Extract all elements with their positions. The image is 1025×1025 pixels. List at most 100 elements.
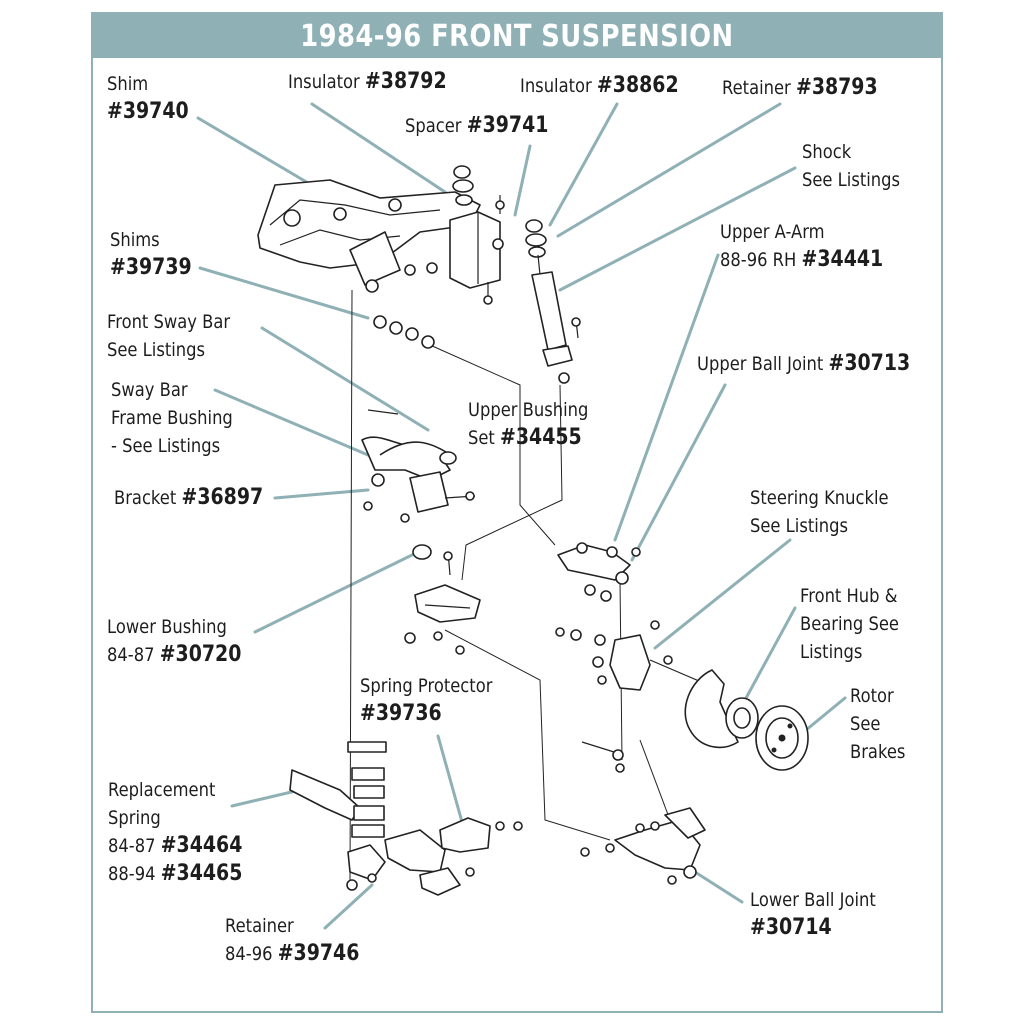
label-insulator-38792-part: #38792 <box>364 69 447 94</box>
label-rotor-line3: Brakes <box>850 741 906 763</box>
label-spring-protector-line1: Spring Protector <box>360 675 493 697</box>
label-front-hub-line3: Listings <box>800 641 863 663</box>
label-lower-bushing-part: #30720 <box>159 642 242 667</box>
label-lower-ball-joint: Lower Ball Joint #30714 <box>750 886 876 942</box>
spacer-block <box>449 211 504 305</box>
label-insulator-38862-name: Insulator <box>520 75 592 97</box>
title-bar: 1984-96 FRONT SUSPENSION <box>93 14 941 58</box>
assembly-guides <box>349 289 671 881</box>
label-replacement-spring-line1: Replacement <box>108 779 216 801</box>
label-replacement-spring-part2: #34465 <box>160 861 243 886</box>
label-rotor: Rotor See Brakes <box>850 682 905 766</box>
label-steering-knuckle-line2: See Listings <box>750 515 849 537</box>
label-retainer-39746-line1: Retainer <box>225 915 294 937</box>
diagram-frame <box>91 12 943 1013</box>
label-retainer-39746-part: #39746 <box>277 941 360 966</box>
leader-front-sway-bar <box>260 326 430 432</box>
label-shock: Shock See Listings <box>802 138 900 194</box>
label-spring-protector: Spring Protector #39736 <box>360 672 492 728</box>
leader-lower-ball-joint <box>693 870 744 904</box>
label-front-sway-bar: Front Sway Bar See Listings <box>107 308 230 364</box>
label-bracket-name: Bracket <box>114 487 177 509</box>
label-upper-a-arm-prefix: 88-96 RH <box>720 249 797 271</box>
label-retainer-38793-name: Retainer <box>722 77 791 99</box>
leader-spring-protector <box>436 734 464 824</box>
lower-bracket-plate <box>404 584 481 655</box>
leader-insulator-38862 <box>548 102 619 227</box>
leader-sway-bar-bushing <box>213 388 370 457</box>
label-insulator-38862: Insulator #38862 <box>520 72 679 100</box>
leader-upper-ball-joint <box>630 383 727 562</box>
label-upper-a-arm-part: #34441 <box>801 247 884 272</box>
leader-lower-bushing <box>253 553 414 634</box>
lower-bushing <box>412 544 453 576</box>
leader-bracket <box>273 488 370 500</box>
label-spacer-part: #39741 <box>466 113 549 138</box>
leader-insulator-38792 <box>310 102 447 194</box>
lower-a-arm <box>580 807 706 885</box>
label-upper-ball-joint: Upper Ball Joint #30713 <box>697 350 910 378</box>
spring-protector <box>384 817 523 896</box>
label-bracket: Bracket #36897 <box>114 484 263 512</box>
label-retainer-38793: Retainer #38793 <box>722 74 878 102</box>
leader-retainer-38793 <box>556 102 782 238</box>
label-sway-bar-bushing-line3: - See Listings <box>111 435 221 457</box>
label-upper-bushing: Upper Bushing Set #34455 <box>468 396 588 452</box>
label-replacement-spring-line2: Spring <box>108 807 161 829</box>
insulator-stack <box>452 165 505 214</box>
label-upper-ball-joint-name: Upper Ball Joint <box>697 353 824 375</box>
rotor-hub-assembly <box>684 669 809 771</box>
label-front-hub: Front Hub & Bearing See Listings <box>800 582 899 666</box>
label-bracket-part: #36897 <box>181 485 264 510</box>
label-retainer-38793-part: #38793 <box>795 75 878 100</box>
label-lower-bushing-prefix: 84-87 <box>107 644 155 666</box>
diagram-title: 1984-96 FRONT SUSPENSION <box>300 18 734 54</box>
label-upper-bushing-prefix: Set <box>468 427 495 449</box>
label-replacement-spring-prefix2: 88-94 <box>108 863 156 885</box>
label-front-sway-bar-line1: Front Sway Bar <box>107 311 231 333</box>
label-replacement-spring-prefix1: 84-87 <box>108 835 156 857</box>
label-replacement-spring-part1: #34464 <box>160 833 243 858</box>
label-insulator-38792: Insulator #38792 <box>288 68 447 96</box>
upper-a-arm <box>557 542 641 602</box>
leader-upper-a-arm <box>613 253 720 542</box>
leader-shim <box>196 116 322 192</box>
label-shim: Shim #39740 <box>107 70 189 126</box>
label-upper-bushing-part: #34455 <box>500 425 582 450</box>
label-lower-ball-joint-part: #30714 <box>750 915 832 940</box>
label-upper-bushing-line1: Upper Bushing <box>468 399 589 421</box>
label-replacement-spring: Replacement Spring 84-87 #34464 88-94 #3… <box>108 776 242 888</box>
label-steering-knuckle-line1: Steering Knuckle <box>750 487 889 509</box>
leader-spacer <box>513 144 532 217</box>
label-front-hub-line2: Bearing See <box>800 613 899 635</box>
leader-shock <box>558 166 797 292</box>
leaf-spring <box>289 741 387 891</box>
label-upper-a-arm: Upper A-Arm 88-96 RH #34441 <box>720 218 883 274</box>
label-shim-part: #39740 <box>107 99 189 124</box>
label-rotor-line2: See <box>850 713 881 735</box>
label-insulator-38792-name: Insulator <box>288 71 360 93</box>
label-shock-line1: Shock <box>802 141 852 163</box>
label-shims: Shims #39739 <box>110 226 192 282</box>
frame-crossmember <box>257 179 481 293</box>
label-sway-bar-bushing-line1: Sway Bar <box>111 379 188 401</box>
tie-rod <box>581 741 625 773</box>
label-upper-a-arm-line1: Upper A-Arm <box>720 221 825 243</box>
steering-knuckle <box>555 620 721 691</box>
shim-washers <box>373 315 435 349</box>
label-front-sway-bar-line2: See Listings <box>107 339 206 361</box>
label-sway-bar-bushing: Sway Bar Frame Bushing - See Listings <box>111 376 233 460</box>
leader-steering-knuckle <box>653 538 792 650</box>
label-lower-bushing: Lower Bushing 84-87 #30720 <box>107 613 241 669</box>
label-sway-bar-bushing-line2: Frame Bushing <box>111 407 233 429</box>
label-lower-bushing-line1: Lower Bushing <box>107 616 227 638</box>
label-retainer-39746: Retainer 84-96 #39746 <box>225 912 359 968</box>
leader-front-hub <box>743 606 797 702</box>
label-shims-part: #39739 <box>110 255 192 280</box>
label-steering-knuckle: Steering Knuckle See Listings <box>750 484 889 540</box>
label-shock-line2: See Listings <box>802 169 901 191</box>
label-retainer-39746-prefix: 84-96 <box>225 943 273 965</box>
label-upper-ball-joint-part: #30713 <box>828 351 911 376</box>
leader-shims <box>198 266 370 320</box>
